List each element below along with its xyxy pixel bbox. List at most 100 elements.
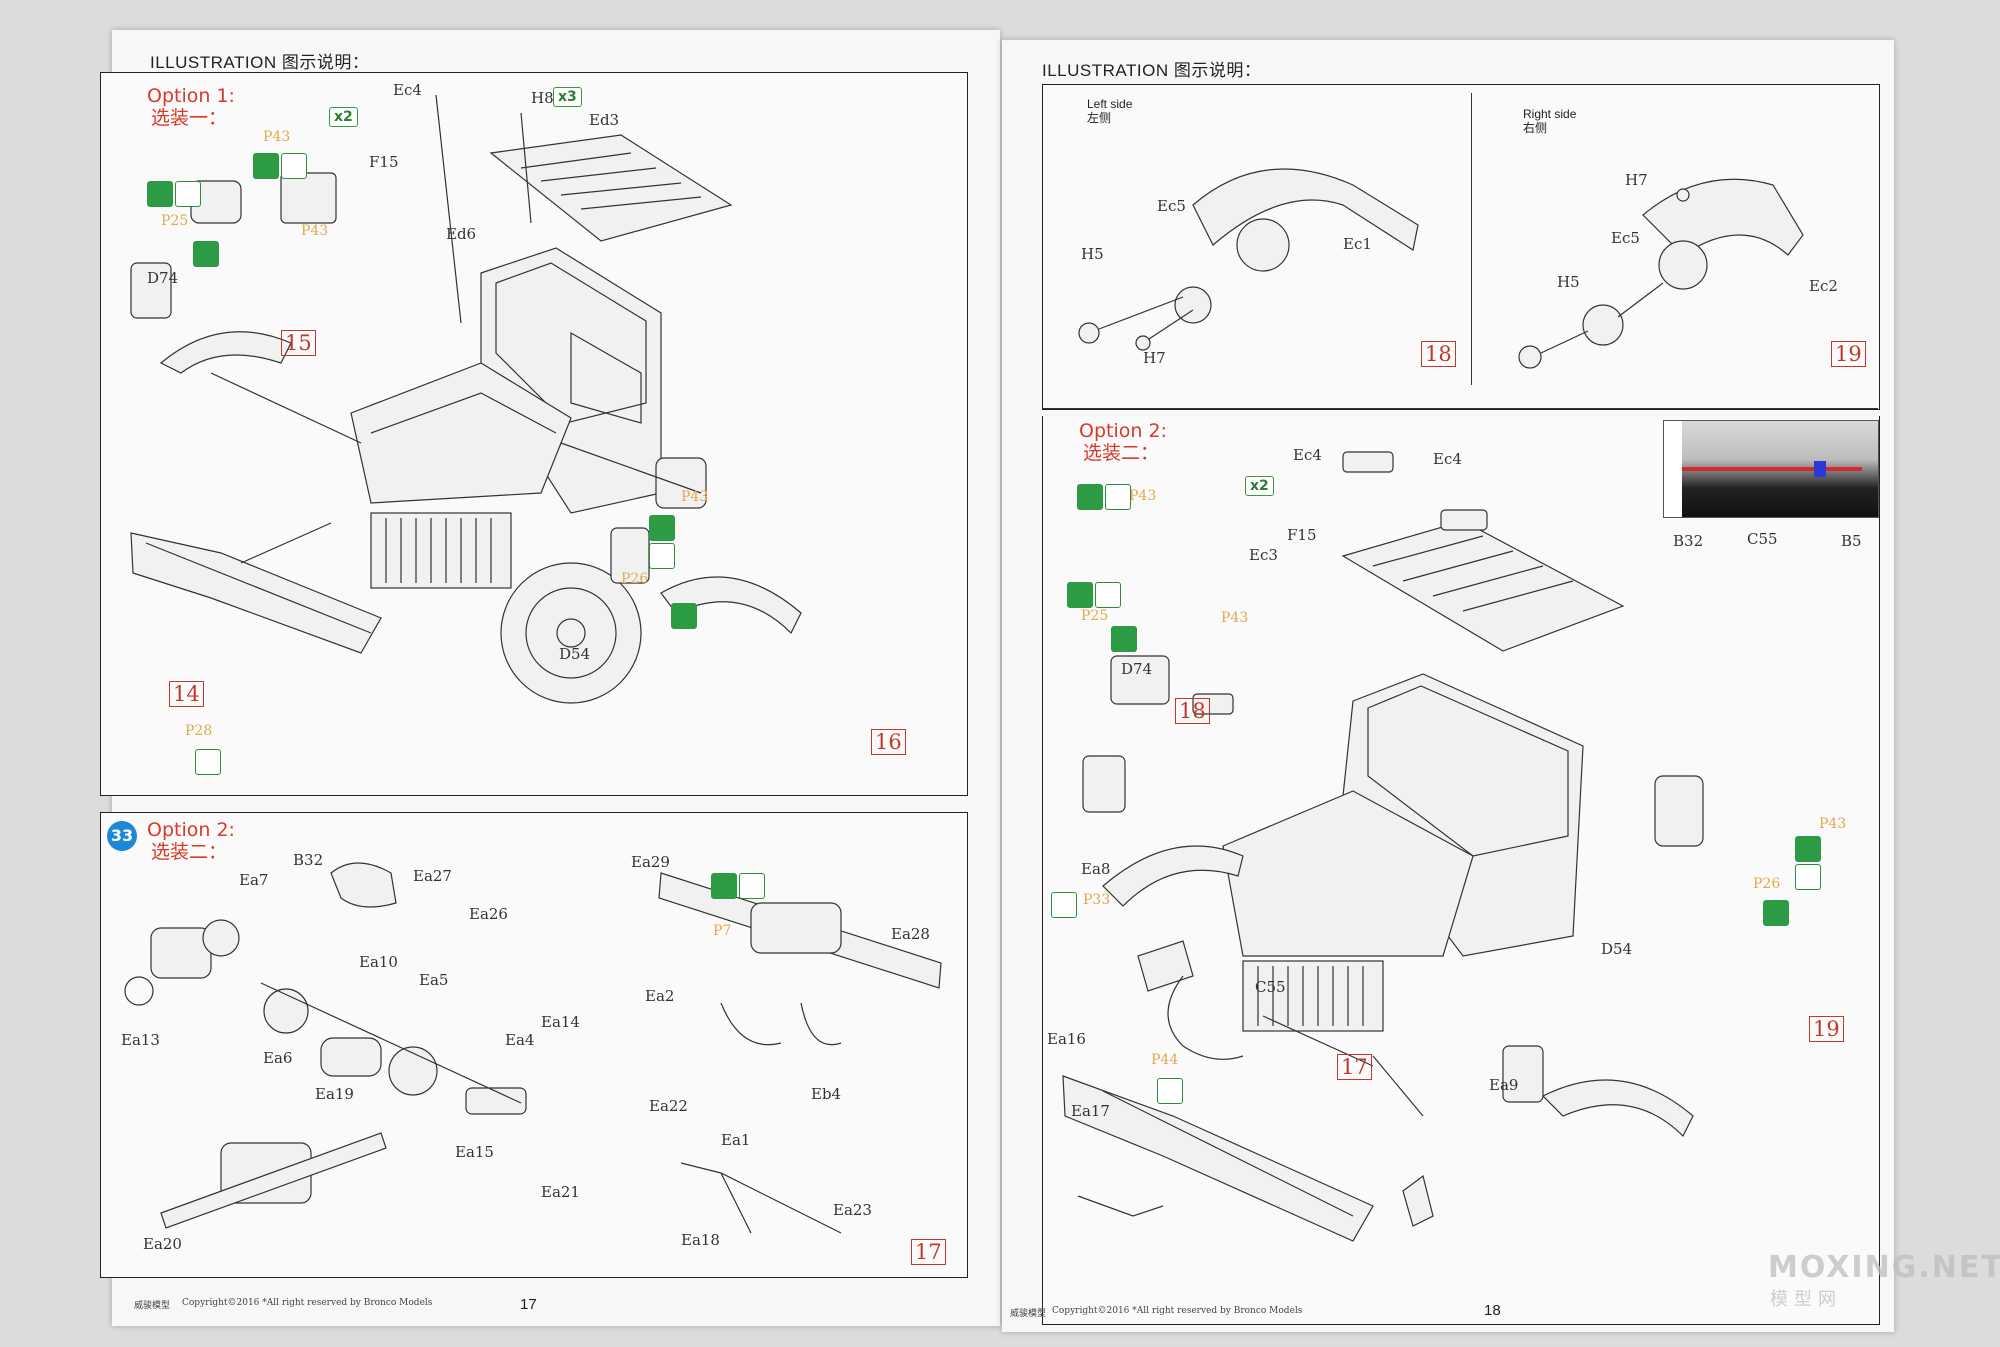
glue-icon bbox=[1795, 864, 1821, 890]
multiplier-x3: x3 bbox=[553, 87, 582, 107]
glue-icon bbox=[739, 873, 765, 899]
footer-brand: 威骏模型 bbox=[134, 1301, 171, 1311]
install-arrow-icon bbox=[1763, 900, 1789, 926]
label-ea2: Ea2 bbox=[645, 987, 675, 1005]
label-ea23: Ea23 bbox=[833, 1201, 872, 1219]
label-ec1: Ec1 bbox=[1343, 235, 1372, 253]
install-arrow-icon bbox=[193, 241, 219, 267]
paint-icon bbox=[711, 873, 737, 899]
watermark-sub: 模型网 bbox=[1770, 1289, 1842, 1310]
label-ec4: Ec4 bbox=[393, 81, 422, 99]
label-h7-b: H7 bbox=[1625, 171, 1648, 189]
page-number: 17 bbox=[520, 1296, 537, 1313]
label-d74: D74 bbox=[1121, 660, 1153, 678]
footer-brand: 威骏模型 bbox=[1010, 1309, 1047, 1319]
step-badge: 33 bbox=[107, 821, 137, 851]
truck-assembly-drawing bbox=[1062, 451, 1704, 1242]
label-c55: C55 bbox=[1255, 978, 1286, 996]
label-p43: P43 bbox=[1129, 488, 1157, 504]
step-box-17: 17 bbox=[1337, 1054, 1372, 1080]
label-ea18: Ea18 bbox=[681, 1231, 720, 1249]
divider bbox=[1471, 93, 1472, 385]
label-p26: P26 bbox=[621, 571, 649, 587]
photo-label-c55: C55 bbox=[1747, 530, 1778, 548]
label-ea4: Ea4 bbox=[505, 1031, 535, 1049]
multiplier-x2: x2 bbox=[1245, 476, 1274, 496]
label-ed6: Ed6 bbox=[446, 225, 477, 243]
fender-drawing bbox=[1078, 168, 1804, 369]
label-ea29: Ea29 bbox=[631, 853, 670, 871]
label-ec4-b: Ec4 bbox=[1433, 450, 1462, 468]
truck-cab-drawing bbox=[130, 94, 802, 704]
label-p25: P25 bbox=[161, 213, 189, 229]
option-title-cn: 选装二： bbox=[151, 841, 228, 863]
label-h5-b: H5 bbox=[1557, 273, 1580, 291]
separator-line bbox=[1042, 408, 1878, 409]
label-ea6: Ea6 bbox=[263, 1049, 293, 1067]
glue-icon bbox=[1105, 484, 1131, 510]
label-ea10: Ea10 bbox=[359, 953, 398, 971]
step-box-18: 18 bbox=[1421, 341, 1456, 367]
label-ea14: Ea14 bbox=[541, 1013, 580, 1031]
label-h5: H5 bbox=[1081, 245, 1104, 263]
glue-icon bbox=[1157, 1078, 1183, 1104]
paint-icon bbox=[1077, 484, 1103, 510]
label-eb4: Eb4 bbox=[811, 1085, 842, 1103]
step-box-15: 15 bbox=[281, 330, 316, 356]
label-f15: F15 bbox=[1287, 526, 1317, 544]
label-p26: P26 bbox=[1753, 876, 1781, 892]
winch-assembly-drawing bbox=[124, 862, 942, 1234]
page-number: 18 bbox=[1484, 1302, 1501, 1319]
label-ec5: Ec5 bbox=[1157, 197, 1186, 215]
label-b32: B32 bbox=[293, 851, 324, 869]
glue-icon bbox=[1095, 582, 1121, 608]
label-p43: P43 bbox=[263, 129, 291, 145]
glue-icon bbox=[175, 181, 201, 207]
option-title-en: Option 1: bbox=[147, 85, 235, 107]
footer-copyright: Copyright©2016 *All right reserved by Br… bbox=[1052, 1306, 1303, 1316]
label-ea28: Ea28 bbox=[891, 925, 930, 943]
label-p7: P7 bbox=[713, 923, 732, 939]
label-h7: H7 bbox=[1143, 349, 1166, 367]
photo-label-b32: B32 bbox=[1673, 532, 1704, 550]
photo-label-b5: B5 bbox=[1841, 532, 1862, 550]
option-title-en: Option 2: bbox=[147, 819, 235, 841]
multiplier-x2: x2 bbox=[329, 107, 358, 127]
label-h8: H8 bbox=[531, 89, 554, 107]
label-ec3: Ec3 bbox=[1249, 546, 1278, 564]
label-p43-c: P43 bbox=[1819, 816, 1847, 832]
paint-icon bbox=[1795, 836, 1821, 862]
step-box-19: 19 bbox=[1831, 341, 1866, 367]
label-d54: D54 bbox=[1601, 940, 1633, 958]
label-f15: F15 bbox=[369, 153, 399, 171]
label-p43-c: P43 bbox=[681, 489, 709, 505]
watermark: MOXING.NET bbox=[1768, 1250, 2000, 1285]
right-bottom-panel: Option 2: 选装二： B32 C55 B5 bbox=[1042, 416, 1880, 1325]
label-ea9: Ea9 bbox=[1489, 1076, 1519, 1094]
label-ea22: Ea22 bbox=[649, 1097, 688, 1115]
label-ea21: Ea21 bbox=[541, 1183, 580, 1201]
label-p28: P28 bbox=[185, 723, 213, 739]
option-title-en: Option 2: bbox=[1079, 420, 1167, 442]
label-ea1: Ea1 bbox=[721, 1131, 751, 1149]
blue-fitting bbox=[1814, 461, 1826, 477]
label-ea13: Ea13 bbox=[121, 1031, 160, 1049]
glue-icon bbox=[649, 543, 675, 569]
label-ea19: Ea19 bbox=[315, 1085, 354, 1103]
option-title-cn: 选装一： bbox=[151, 107, 228, 129]
step-box-16: 16 bbox=[871, 729, 906, 755]
label-p43-b: P43 bbox=[1221, 610, 1249, 626]
label-p25: P25 bbox=[1081, 608, 1109, 624]
label-ec5-b: Ec5 bbox=[1611, 229, 1640, 247]
label-ea5: Ea5 bbox=[419, 971, 449, 989]
left-page-header: ILLUSTRATION 图示说明： bbox=[150, 53, 370, 72]
left-top-panel: Option 1: 选装一： bbox=[100, 72, 968, 796]
label-ea16: Ea16 bbox=[1047, 1030, 1086, 1048]
label-p33: P33 bbox=[1083, 892, 1111, 908]
step-box-17: 17 bbox=[911, 1239, 946, 1265]
right-page-header: ILLUSTRATION 图示说明： bbox=[1042, 61, 1262, 80]
label-d54: D54 bbox=[559, 645, 591, 663]
